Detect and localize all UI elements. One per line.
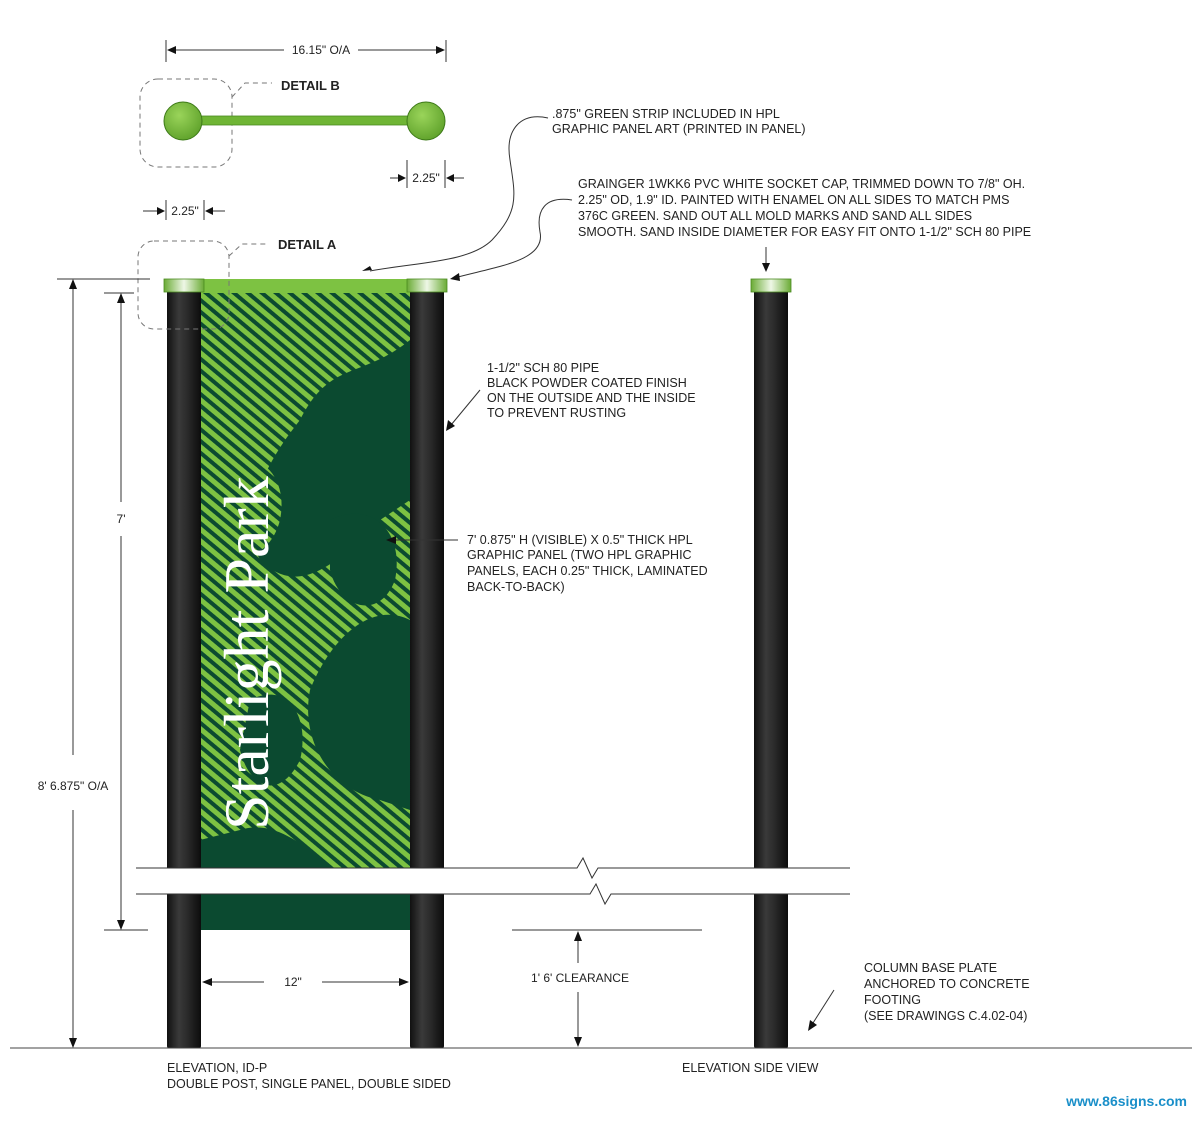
detail-a-label: DETAIL A xyxy=(278,237,337,252)
svg-text:GRAINGER 1WKK6 PVC WHITE SOCKE: GRAINGER 1WKK6 PVC WHITE SOCKET CAP, TRI… xyxy=(578,177,1025,191)
detail-b-label: DETAIL B xyxy=(281,78,340,93)
svg-text:.875" GREEN STRIP INCLUDED IN: .875" GREEN STRIP INCLUDED IN HPL xyxy=(552,107,780,121)
panel-top-view xyxy=(194,115,421,126)
svg-text:2.25" OD, 1.9" ID. PAINTED WIT: 2.25" OD, 1.9" ID. PAINTED WITH ENAMEL O… xyxy=(578,193,1009,207)
svg-text:376C GREEN. SAND OUT ALL MOLD: 376C GREEN. SAND OUT ALL MOLD MARKS AND … xyxy=(578,209,972,223)
panel-height-dimension: 7' xyxy=(104,292,148,931)
note-socket-cap: GRAINGER 1WKK6 PVC WHITE SOCKET CAP, TRI… xyxy=(578,177,1031,239)
svg-text:DOUBLE POST, SINGLE PANEL, DOU: DOUBLE POST, SINGLE PANEL, DOUBLE SIDED xyxy=(167,1077,451,1091)
socket-cap-leader-a xyxy=(457,198,573,278)
panel-title: Starlight Park xyxy=(211,476,282,830)
svg-text:BACK-TO-BACK): BACK-TO-BACK) xyxy=(467,580,565,594)
right-post-cap-top xyxy=(406,101,446,141)
base-plate-leader xyxy=(812,989,835,1024)
note-pipe: 1-1/2" SCH 80 PIPE BLACK POWDER COATED F… xyxy=(487,361,696,420)
svg-text:PANELS, EACH 0.25" THICK, LAM: PANELS, EACH 0.25" THICK, LAMINATED xyxy=(467,564,708,578)
svg-text:TO PREVENT RUSTING: TO PREVENT RUSTING xyxy=(487,406,626,420)
note-hpl-panel: 7' 0.875" H (VISIBLE) X 0.5" THICK HPL G… xyxy=(467,533,708,594)
svg-text:ANCHORED TO CONCRETE: ANCHORED TO CONCRETE xyxy=(864,977,1030,991)
detail-a-leader xyxy=(228,243,268,257)
panel-artwork xyxy=(200,293,410,868)
post-spacing-dimension: 12" xyxy=(202,975,409,989)
svg-text:7' 0.875" H (VISIBLE) X 0.5" T: 7' 0.875" H (VISIBLE) X 0.5" THICK HPL xyxy=(467,533,693,547)
svg-text:SMOOTH. SAND INSIDE DIAMETER F: SMOOTH. SAND INSIDE DIAMETER FOR EASY FI… xyxy=(578,225,1031,239)
note-base-plate: COLUMN BASE PLATE ANCHORED TO CONCRETE F… xyxy=(864,961,1030,1023)
elevation-front-view: Starlight Park DETAIL A xyxy=(137,237,448,1048)
cap-right-label: 2.25" xyxy=(412,171,440,185)
svg-text:(SEE DRAWINGS C.4.02-04): (SEE DRAWINGS C.4.02-04) xyxy=(864,1009,1027,1023)
green-strip xyxy=(200,279,410,293)
svg-text:GRAPHIC PANEL (TWO HPL GRAPHI: GRAPHIC PANEL (TWO HPL GRAPHIC xyxy=(467,548,692,562)
detail-b-leader xyxy=(231,82,272,98)
pipe-leader xyxy=(450,389,481,426)
caption-side-view: ELEVATION SIDE VIEW xyxy=(682,1061,819,1075)
svg-text:COLUMN BASE PLATE: COLUMN BASE PLATE xyxy=(864,961,997,975)
svg-text:FOOTING: FOOTING xyxy=(864,993,921,1007)
cap-left-label: 2.25" xyxy=(171,204,199,218)
svg-text:ELEVATION, ID-P: ELEVATION, ID-P xyxy=(167,1061,267,1075)
svg-text:BLACK POWDER COATED FINISH: BLACK POWDER COATED FINISH xyxy=(487,376,687,390)
overall-height-dimension: 8' 6.875" O/A xyxy=(38,278,150,1048)
left-post xyxy=(167,290,201,1048)
note-green-strip: .875" GREEN STRIP INCLUDED IN HPL GRAPHI… xyxy=(552,107,806,136)
elevation-side-view xyxy=(750,278,792,1048)
cap-left-dimension: 2.25" xyxy=(143,200,225,220)
svg-text:GRAPHIC PANEL ART (PRINTED IN: GRAPHIC PANEL ART (PRINTED IN PANEL) xyxy=(552,122,806,136)
right-post xyxy=(410,290,444,1048)
panel-height-label: 7' xyxy=(117,512,126,526)
right-socket-cap xyxy=(406,278,448,293)
clearance-dimension: 1' 6' CLEARANCE xyxy=(512,929,702,1047)
overall-width-label: 16.15" O/A xyxy=(292,43,350,57)
svg-text:ON THE OUTSIDE AND THE INSIDE: ON THE OUTSIDE AND THE INSIDE xyxy=(487,391,696,405)
detail-a-callout-box xyxy=(137,240,230,330)
break-line xyxy=(136,856,850,906)
post-spacing-label: 12" xyxy=(284,975,302,989)
overall-width-dimension: 16.15" O/A xyxy=(165,40,447,62)
left-socket-cap xyxy=(163,278,205,293)
detail-b-top-view: DETAIL B xyxy=(139,78,446,168)
side-view-socket-cap xyxy=(750,278,792,293)
green-strip-leader xyxy=(369,116,549,272)
cap-right-dimension: 2.25" xyxy=(390,160,464,188)
website-link[interactable]: www.86signs.com xyxy=(1065,1093,1187,1109)
side-view-post xyxy=(754,290,788,1048)
left-post-cap-top xyxy=(163,101,203,141)
svg-text:1-1/2" SCH 80 PIPE: 1-1/2" SCH 80 PIPE xyxy=(487,361,599,375)
overall-height-label: 8' 6.875" O/A xyxy=(38,779,109,793)
caption-elevation: ELEVATION, ID-P DOUBLE POST, SINGLE PANE… xyxy=(167,1061,451,1091)
clearance-label: 1' 6' CLEARANCE xyxy=(531,971,629,985)
